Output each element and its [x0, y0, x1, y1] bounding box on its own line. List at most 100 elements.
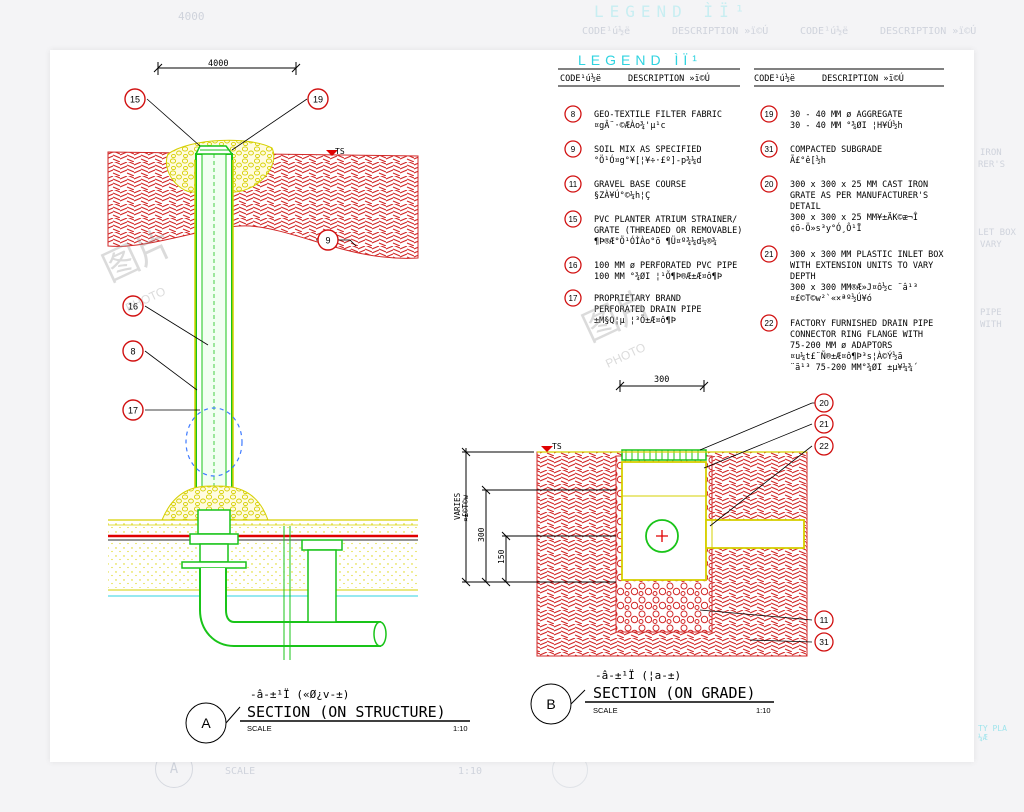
legend-item-9-line-2: °Ö¹Ó¤g°¥[¦¥÷·£º]-p¾¼d [594, 154, 701, 166]
callout-21: 21 [819, 419, 829, 429]
legend-code-19: 19 [765, 110, 774, 119]
callout-20: 20 [819, 398, 829, 408]
watermark-brand-2: 图片 [576, 282, 659, 350]
legend-item-21-line-2: WITH EXTENSION UNITS TO VARY [790, 261, 933, 271]
section-b-title-block: B -â-±¹Ï (¦a-±) SECTION (ON GRADE) SCALE… [530, 669, 774, 725]
section-b-dim-top: 300 [654, 375, 669, 385]
legend-item-22-line-3: 75-200 MM ø ADAPTORS [790, 341, 892, 351]
callout-19: 19 [313, 95, 323, 105]
legend-header-desc-left: DESCRIPTION »ï©Ú [628, 72, 710, 84]
legend-item-31-line-1: COMPACTED SUBGRADE [790, 145, 882, 155]
watermark-sub-2: PHOTO [603, 340, 647, 371]
structure-slab [108, 519, 418, 597]
section-a-dimension [153, 62, 301, 75]
section-b-scale-label: SCALE [593, 706, 618, 715]
callout-31: 31 [819, 637, 829, 647]
detail-circle [185, 407, 243, 477]
legend-item-11-line-1: GRAVEL BASE COURSE [594, 180, 686, 190]
atrium-grate [194, 145, 234, 155]
section-a-circle-label: A [201, 715, 211, 731]
legend-item-15-line-1: PVC PLANTER ATRIUM STRAINER/ [594, 215, 737, 225]
legend-code-8: 8 [571, 110, 576, 119]
vertical-drain-pipe [194, 153, 234, 505]
callout-8: 8 [130, 347, 135, 357]
legend-code-15: 15 [569, 215, 578, 224]
callout-17: 17 [128, 406, 138, 416]
ghost-dim-top: 4000 [178, 10, 205, 23]
legend-item-20-line-2: GRATE AS PER MANUFACTURER'S [790, 191, 928, 201]
legend-item-22-line-2: CONNECTOR RING FLANGE WITH [790, 330, 923, 340]
section-b: 300 TS [453, 375, 834, 725]
legend-header-code-left: CODE¹ú½ë [560, 73, 601, 84]
legend-left-column: 8 GEO-TEXTILE FILTER FABRIC ¤gÂ¨·©ÆÀo¾'µ… [564, 105, 742, 326]
ghost-frag-1: IRON [980, 148, 1002, 158]
section-a-scale-ratio: 1:10 [453, 724, 468, 733]
legend-right-column: 19 30 - 40 MM ø AGGREGATE 30 - 40 MM °¾Ø… [760, 105, 944, 373]
section-b-dim-300: 300 [477, 527, 486, 542]
ghost-frag-4: VARY [980, 240, 1002, 250]
legend-item-19-line-1: 30 - 40 MM ø AGGREGATE [790, 110, 903, 120]
pipe-center-mark [656, 530, 668, 542]
ghost-header-desc-2: DESCRIPTION »ï©Ú [880, 26, 977, 37]
section-a: 4000 TS [107, 59, 470, 744]
legend-item-22-line-1: FACTORY FURNISHED DRAIN PIPE [790, 319, 933, 329]
legend-code-16: 16 [569, 261, 578, 270]
outlet-pipe [705, 519, 805, 549]
ghost-ratio: 1:10 [458, 766, 483, 777]
section-a-ts-label: TS [335, 147, 345, 156]
ghost-frag-5: PIPE [980, 308, 1002, 318]
legend-item-20-line-3: DETAIL [790, 202, 821, 212]
legend-header-desc-right: DESCRIPTION »ï©Ú [822, 72, 904, 84]
section-a-title-block: A -â-±¹Ï («Ø¿v-±) SECTION (ON STRUCTURE)… [185, 688, 470, 744]
watermark-sub-1: PHOTO [123, 284, 167, 315]
section-b-dim-varies: VARIES [453, 492, 462, 520]
legend-item-19-line-2: 30 - 40 MM °¾ØI ¦H¥Ú½h [790, 119, 903, 131]
callout-22: 22 [819, 441, 829, 451]
legend-code-20: 20 [765, 180, 774, 189]
section-b-scale-ratio: 1:10 [756, 706, 771, 715]
section-b-top-dimension [615, 380, 709, 392]
section-a-chinese-title: -â-±¹Ï («Ø¿v-±) [250, 688, 349, 701]
legend-item-9-line-1: SOIL MIX AS SPECIFIED [594, 145, 701, 155]
legend-item-20-line-1: 300 x 300 x 25 MM CAST IRON [790, 180, 928, 190]
section-b-chinese-title: -â-±¹Ï (¦a-±) [595, 669, 681, 682]
legend-item-22-line-5: ¨ã¹³ 75-200 MM°¾ØI ±µ¥¼¾´ [790, 362, 918, 373]
section-b-circle-label: B [546, 696, 555, 712]
legend-code-9: 9 [571, 145, 576, 154]
section-a-callouts: 15 19 9 16 8 17 [122, 88, 357, 421]
pipe-flange-fitting [181, 509, 247, 569]
legend: LEGEND ÌÏ¹ CODE¹ú½ë DESCRIPTION »ï©Ú COD… [558, 52, 944, 373]
legend-item-17-line-2: PERFORATED DRAIN PIPE [594, 305, 701, 315]
legend-item-21-line-5: ¤£©T©w²`«×ªº½Ú¥ó [790, 292, 872, 304]
legend-item-31-line-2: Ã£°ê[½h [790, 155, 826, 166]
callout-16: 16 [128, 302, 138, 312]
ghost-frag-2: RER'S [978, 160, 1006, 170]
legend-item-16-line-2: 100 MM °¾ØI ¦¹Õ¶Þ®Æ±Æ¤ô¶Þ [594, 270, 722, 282]
ghost-frag-3: LET BOX [978, 228, 1016, 238]
section-b-title: SECTION (ON GRADE) [593, 684, 756, 702]
ghost-frag-6: WITH [980, 320, 1002, 330]
legend-item-15-line-3: ¶Þ®Æ°Ö¹ÓÌÀo°õ ¶Ü¤º¾¼d¼®¾ [594, 235, 717, 247]
section-b-callouts: 20 21 22 11 31 [699, 393, 834, 652]
section-a-scale-label: SCALE [247, 724, 272, 733]
legend-header-code-right: CODE¹ú½ë [754, 73, 795, 84]
section-b-dim-varies-cn: ¤£©T©w [461, 494, 470, 522]
legend-code-17: 17 [569, 294, 578, 303]
drawing-sheet: 4000 TS [50, 50, 974, 762]
section-b-ts-marker [541, 446, 553, 452]
legend-item-22-line-4: ¤u¼t£¨Ñ®±Æ¤ô¶Þ³s¦À©Ý½ã [790, 350, 903, 362]
section-a-title: SECTION (ON STRUCTURE) [247, 703, 446, 721]
legend-code-21: 21 [765, 250, 774, 259]
callout-9: 9 [325, 236, 330, 246]
cast-iron-grate [621, 449, 707, 461]
ghost-header-code-2: CODE¹ú½ë [800, 26, 849, 37]
section-b-dim-150: 150 [497, 549, 506, 564]
ghost-legend-title: LEGEND ÌÏ¹ [594, 2, 751, 21]
legend-item-17-line-3: ±M§Q¦µ ¦³Õ±Æ¤ô¶Þ [594, 314, 676, 326]
legend-item-8-line-2: ¤gÂ¨·©ÆÀo¾'µ¹c [594, 119, 666, 131]
callout-15: 15 [130, 95, 140, 105]
section-b-side-dimensions [461, 447, 616, 587]
ghost-header-code-1: CODE¹ú½ë [582, 26, 631, 37]
legend-item-11-line-2: §ZÀ¥Ú°©¼h¦Ç [594, 189, 650, 201]
section-a-ts-marker [326, 150, 338, 156]
